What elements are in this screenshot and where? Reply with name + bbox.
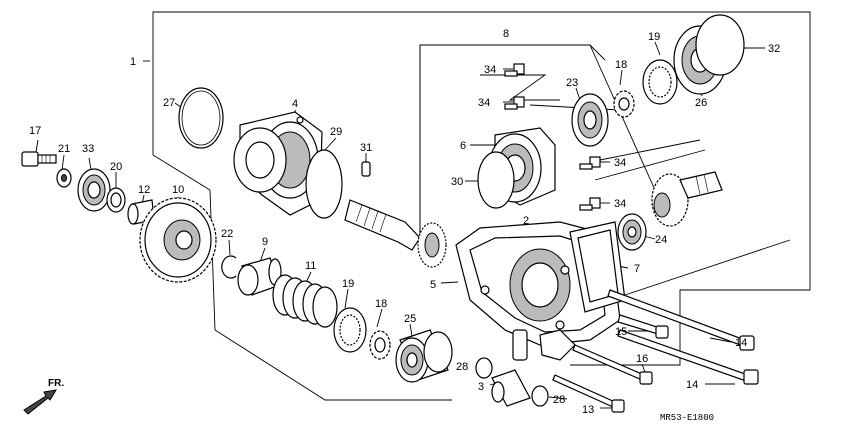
part-bolt-14-a <box>607 289 755 351</box>
part-nut-18-upper <box>613 90 635 118</box>
assembly-brackets <box>143 11 811 401</box>
part-washer-21 <box>56 168 72 188</box>
part-bolt-34-c <box>579 156 601 170</box>
callout-label: 2 <box>523 215 529 227</box>
callout-label: 5 <box>430 279 436 291</box>
callout-label: 31 <box>360 142 372 154</box>
part-spring-11 <box>272 274 338 328</box>
callout-label: 15 <box>615 326 627 338</box>
part-pipe-3 <box>491 369 531 407</box>
callout-label: 34 <box>484 64 496 76</box>
callout-label: 32 <box>768 43 780 55</box>
callout-label: 26 <box>695 97 707 109</box>
part-gear-10 <box>139 197 217 283</box>
part-bolt-34-a <box>504 63 525 77</box>
part-ring-gear <box>651 171 723 227</box>
part-oring-29 <box>305 149 343 219</box>
part-seal-32 <box>695 14 745 76</box>
callout-label: 8 <box>503 28 509 40</box>
part-bolt-34-d <box>579 197 601 211</box>
part-oring-27 <box>178 87 224 149</box>
part-bolt-16 <box>572 344 653 385</box>
callout-label: 20 <box>110 161 122 173</box>
part-ring-19-upper <box>642 59 678 105</box>
part-oring-28-b <box>531 385 549 407</box>
part-bearing-33 <box>77 168 111 212</box>
callout-label: 34 <box>614 157 626 169</box>
callout-labels: 1 2 3 4 5 6 7 8 9 10 11 12 13 14 14 15 1… <box>29 28 780 416</box>
callout-label: 21 <box>58 143 70 155</box>
part-pin-31 <box>361 161 371 177</box>
part-clip-22 <box>221 255 237 279</box>
callout-label: 16 <box>636 353 648 365</box>
callout-label: 23 <box>566 77 578 89</box>
callout-label: 4 <box>292 98 298 110</box>
part-nut-18-lower <box>369 330 391 360</box>
callout-label: 34 <box>614 198 626 210</box>
part-case-2 <box>455 221 621 361</box>
callout-label: 11 <box>305 260 316 272</box>
part-bolt-17 <box>21 151 57 167</box>
callout-label: 10 <box>172 184 184 196</box>
part-pinion-shaft <box>344 199 447 268</box>
part-bolt-34-b <box>504 96 525 110</box>
callout-label: 18 <box>615 59 627 71</box>
callout-label: 28 <box>553 394 565 406</box>
callout-label: 17 <box>29 125 41 137</box>
callout-label: 6 <box>460 140 466 152</box>
part-plate-7 <box>569 221 626 313</box>
part-bolt-13 <box>552 374 625 413</box>
callout-label: 19 <box>342 278 354 290</box>
part-ring-19-lower <box>333 307 367 353</box>
callout-label: 28 <box>456 361 468 373</box>
callout-label: 14 <box>686 379 698 391</box>
callout-label: 9 <box>262 236 268 248</box>
callout-label: 22 <box>221 228 233 240</box>
front-direction-label: FR. <box>48 378 64 389</box>
part-oring-30 <box>477 151 515 209</box>
callout-label: 7 <box>634 263 640 275</box>
callout-label: 12 <box>138 184 150 196</box>
part-housing-4 <box>233 111 323 216</box>
callout-label: 18 <box>375 298 387 310</box>
callout-label: 1 <box>130 56 136 68</box>
diagram-code: MR53-E1800 <box>660 413 714 423</box>
callout-label: 34 <box>478 97 490 109</box>
callout-label: 25 <box>404 313 416 325</box>
part-bolt-15 <box>617 314 669 339</box>
part-oring-28-a <box>475 357 493 379</box>
part-ring-20 <box>106 187 126 213</box>
part-bearing-24 <box>617 213 647 251</box>
part-bearing-25 <box>395 329 453 383</box>
front-direction-arrow: FR. <box>23 378 64 415</box>
part-bearing-23 <box>571 93 609 147</box>
callout-label: 24 <box>655 234 667 246</box>
part-bolt-14-b <box>617 329 759 385</box>
callout-label: 14 <box>735 337 747 349</box>
callout-label: 3 <box>478 381 484 393</box>
callout-label: 33 <box>82 143 94 155</box>
callout-label: 30 <box>451 176 463 188</box>
callout-label: 29 <box>330 126 342 138</box>
callout-label: 13 <box>582 404 594 416</box>
callout-label: 19 <box>648 31 660 43</box>
callout-label: 27 <box>163 97 175 109</box>
